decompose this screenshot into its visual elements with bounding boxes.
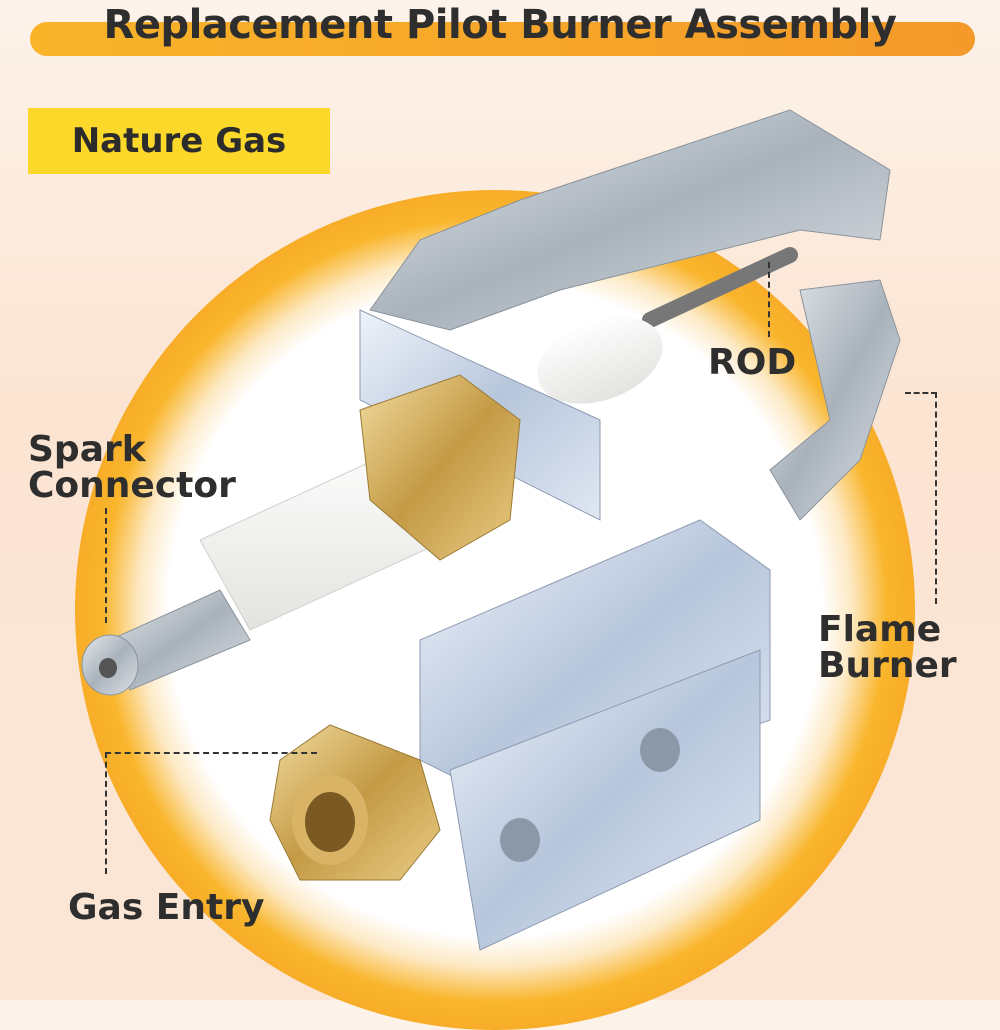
bracket — [369, 109, 901, 521]
spark-leader-line — [105, 508, 107, 623]
rod — [642, 247, 798, 328]
pilot-burner-image — [81, 109, 901, 951]
gas-entry-label: Gas Entry — [68, 887, 265, 928]
brass-nut — [359, 374, 521, 561]
bottom-plate — [449, 649, 761, 951]
gas-entry-leader-line — [105, 752, 317, 874]
spark-connector-label-line2: Connector — [28, 465, 236, 506]
flame-leader-line — [905, 392, 937, 604]
gas-type-badge: Nature Gas — [28, 108, 330, 174]
rod-label: ROD — [708, 342, 797, 383]
flame-burner-label-line2: Burner — [818, 645, 957, 686]
title-highlight-bar — [30, 22, 975, 56]
page-title: Replacement Pilot Burner Assembly — [103, 2, 897, 48]
flame-burner-label-line1: Flame — [818, 609, 942, 650]
spark-connector-label-line1: Spark — [28, 429, 146, 470]
rod-leader-line — [768, 262, 770, 337]
